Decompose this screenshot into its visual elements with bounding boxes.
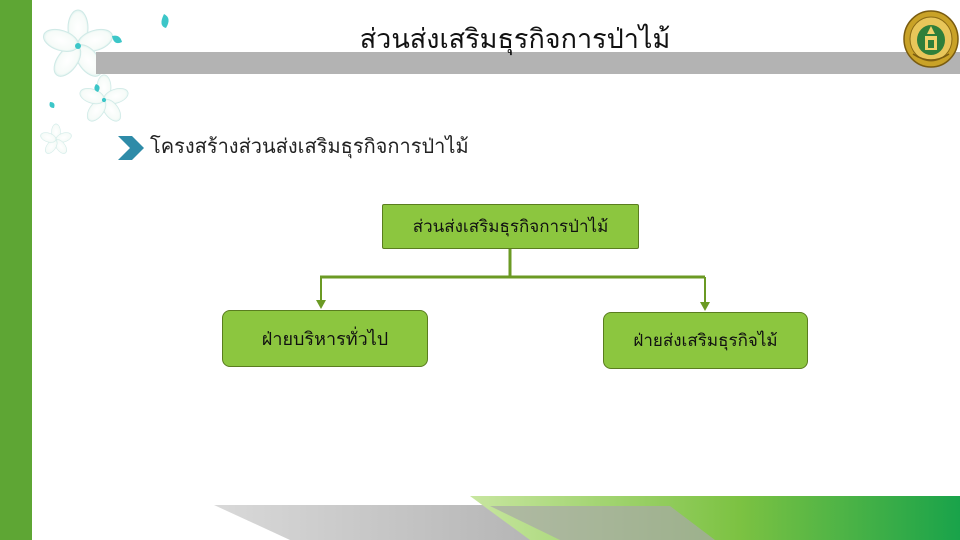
org-node-timber-promotion: ฝ่ายส่งเสริมธุรกิจไม้ <box>603 312 808 369</box>
flower-decoration-icon <box>40 9 169 154</box>
org-node-general-admin: ฝ่ายบริหารทั่วไป <box>222 310 428 367</box>
royal-seal-icon <box>903 10 959 68</box>
chevron-bullet-icon <box>118 136 144 160</box>
org-node-root: ส่วนส่งเสริมธุรกิจการป่าไม้ <box>382 204 639 249</box>
left-accent-bar <box>0 0 32 540</box>
slide-title: ส่วนส่งเสริมธุรกิจการป่าไม้ <box>359 24 671 55</box>
arrowhead-left <box>316 300 326 309</box>
title-band <box>96 52 960 74</box>
bullet-text: โครงสร้างส่วนส่งเสริมธุรกิจการป่าไม้ <box>150 134 469 158</box>
arrowhead-right <box>700 302 710 311</box>
bottom-decoration <box>214 496 960 540</box>
